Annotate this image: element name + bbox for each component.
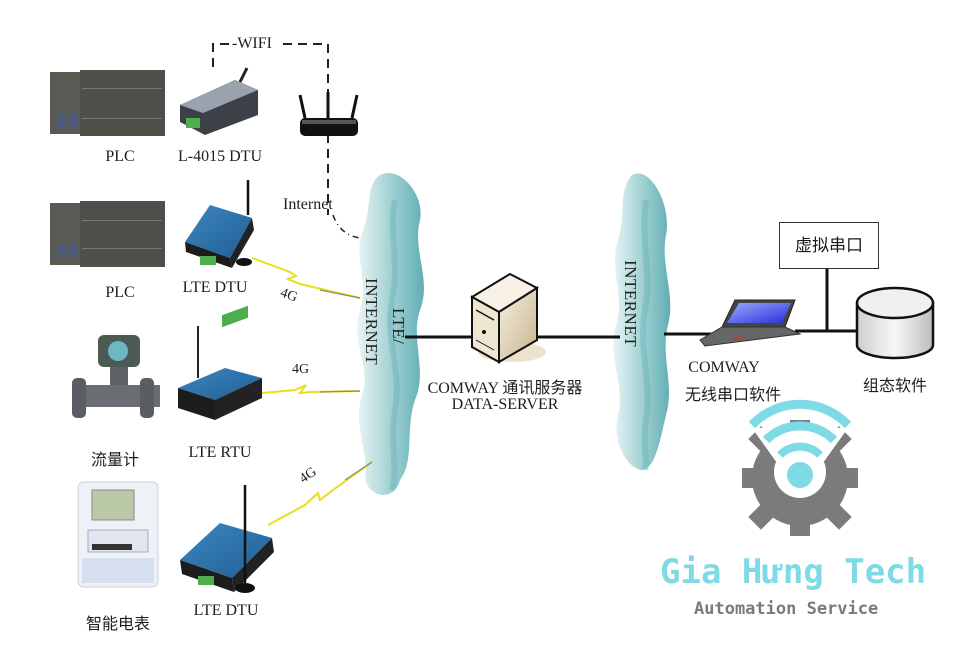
router-image	[298, 92, 359, 136]
laptop-icon	[699, 299, 802, 347]
lte-dtu-2-image	[180, 485, 274, 593]
flowmeter-image	[72, 335, 160, 418]
plc-2-image	[50, 201, 165, 267]
cloud-left-label: INTERNET	[362, 278, 381, 366]
label-plc-1: PLC	[105, 148, 135, 165]
smart-meter-image	[77, 481, 159, 588]
label-lte-dtu-2: LTE DTU	[193, 602, 259, 619]
wifi-dtu-image	[180, 67, 258, 135]
logo-title: Gia Hưng Tech	[660, 552, 927, 592]
label-lte-rtu: LTE RTU	[188, 444, 252, 461]
label-internet-link: Internet	[283, 196, 333, 213]
label-wifi: -WIFI	[232, 35, 272, 52]
cellular-link-3	[267, 461, 373, 526]
label-plc-2: PLC	[105, 284, 135, 301]
server-label-line2: DATA-SERVER	[451, 396, 559, 413]
server-label-line1: COMWAY 通讯服务器	[427, 380, 583, 397]
lte-rtu-image	[178, 305, 262, 420]
cellular-link-1	[251, 257, 361, 299]
scada-label: 组态软件	[862, 378, 928, 395]
wifi-icon	[748, 399, 852, 458]
laptop-label-line1: COMWAY	[688, 359, 760, 376]
plc-1-image	[50, 70, 165, 136]
logo-subtitle: Automation Service	[694, 599, 879, 619]
virtual-serial-port-box: 虚拟串口	[779, 222, 879, 269]
label-lte-dtu-1: LTE DTU	[182, 279, 248, 296]
cellular-link-2	[261, 384, 361, 395]
lte-dtu-1-image	[185, 180, 254, 268]
scada-database-icon	[855, 286, 935, 360]
cloud-lte-internet	[357, 173, 424, 495]
server-icon	[470, 272, 546, 364]
cloud-right-label: INTERNET	[621, 260, 640, 348]
label-flowmeter: 流量计	[90, 452, 140, 469]
label-smart-meter: 智能电表	[85, 616, 151, 633]
label-wifi-dtu: L-4015 DTU	[178, 148, 262, 165]
gia-hung-tech-logo	[742, 399, 858, 536]
wifi-link	[212, 43, 361, 239]
cloud-left-sublabel: LTE/	[389, 308, 408, 345]
laptop-label-line2: 无线串口软件	[684, 387, 782, 404]
label-4g-2: 4G	[292, 362, 310, 377]
cloud-internet	[613, 173, 671, 471]
